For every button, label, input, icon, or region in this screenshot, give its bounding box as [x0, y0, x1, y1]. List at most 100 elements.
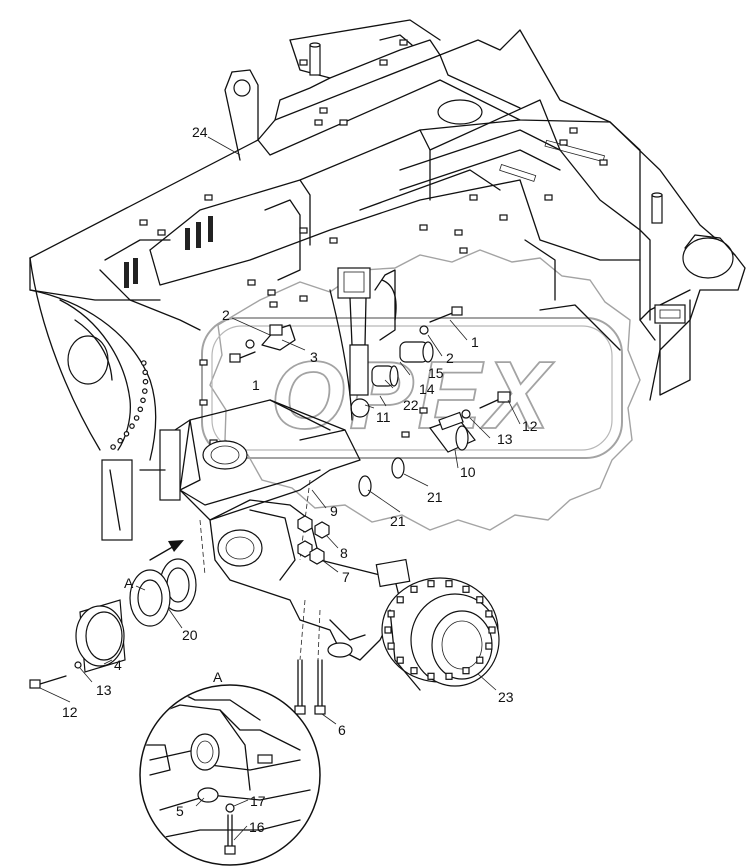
hub-bolt: [410, 667, 418, 675]
frame-hole: [199, 399, 208, 406]
callout-12: 12: [522, 418, 538, 434]
callout-21: 21: [390, 513, 406, 529]
callout-22: 22: [403, 397, 419, 413]
frame-hole: [339, 119, 348, 126]
hub-bolt: [476, 656, 484, 664]
hub-bolt: [410, 585, 418, 593]
callout-24: 24: [192, 124, 208, 140]
callout-9: 9: [330, 503, 338, 519]
frame-hole: [314, 119, 323, 126]
frame-hole: [599, 159, 608, 166]
callout-3: 3: [310, 349, 318, 365]
frame-hole: [544, 194, 553, 201]
frame-hole: [299, 59, 308, 66]
bolt-hole: [140, 397, 146, 404]
callout-23: 23: [498, 689, 514, 705]
main-frame: [29, 19, 746, 461]
frame-hole: [299, 295, 308, 302]
detail-a-view: [139, 684, 321, 866]
callout-5: 5: [176, 803, 184, 819]
bolt-hole: [142, 378, 149, 385]
frame-hole: [559, 139, 568, 146]
frame-hole: [569, 127, 578, 134]
hub-bolt: [387, 642, 395, 650]
callout-16: 16: [249, 819, 265, 835]
frame-hole: [419, 224, 428, 231]
bolt-hole: [117, 437, 124, 444]
callout-a-detail: A: [213, 669, 223, 685]
long-bolts: [294, 659, 326, 715]
callout-15: 15: [428, 365, 444, 381]
frame-hole: [329, 237, 338, 244]
hub-bolt: [462, 667, 470, 675]
frame-hole: [399, 39, 408, 46]
frame-hole: [157, 229, 166, 236]
bolt-circle: [110, 360, 149, 450]
hub-bolt: [396, 656, 404, 664]
callout-11: 11: [376, 409, 391, 425]
frame-hole: [419, 407, 428, 414]
bolt-hole: [141, 360, 147, 366]
callout-13: 13: [497, 431, 513, 447]
callout-4: 4: [114, 657, 122, 673]
hub-bolt: [387, 610, 395, 618]
hub-bolt: [445, 672, 453, 680]
frame-hole: [247, 279, 256, 286]
frame-hole: [319, 107, 328, 114]
callout-12: 12: [62, 704, 78, 720]
bolt-hole: [133, 415, 140, 421]
callout-1: 1: [252, 377, 260, 393]
frame-hole: [139, 219, 148, 226]
bolt-hole: [137, 406, 144, 413]
cylinder-linkage: [229, 267, 511, 453]
washers-and-cap: [29, 457, 405, 689]
callout-2: 2: [446, 350, 454, 366]
callout-7: 7: [342, 569, 350, 585]
hub-bolt: [427, 672, 435, 680]
frame-hole: [469, 194, 478, 201]
callout-2: 2: [222, 307, 230, 323]
frame-hole: [299, 227, 308, 234]
leader-lines: [39, 136, 521, 841]
frame-hole: [269, 301, 278, 308]
hub-bolt: [462, 585, 470, 593]
frame-hole: [401, 431, 410, 438]
bolt-hole: [110, 444, 116, 450]
frame-hole: [454, 229, 463, 236]
axle-bracket: [101, 399, 361, 661]
hub-bolt: [485, 610, 493, 618]
detail-arrow: [149, 540, 184, 561]
frame-hole: [499, 214, 508, 221]
hub-bolt: [427, 580, 435, 588]
callout-10: 10: [460, 464, 476, 480]
hub-bolt: [445, 580, 453, 588]
callout-21: 21: [427, 489, 443, 505]
hub-bolt: [384, 626, 392, 634]
nuts: [297, 515, 330, 565]
hub-bolt: [396, 596, 404, 604]
frame-hole: [459, 247, 468, 254]
wheel-hub: [381, 577, 500, 691]
frame-hole: [199, 359, 208, 366]
bolt-hole: [129, 423, 135, 429]
bolt-hole: [123, 430, 130, 437]
hub-bolt: [485, 642, 493, 650]
frame-hole: [379, 59, 388, 66]
frame-hole: [267, 289, 276, 296]
hub-bolts: [384, 580, 496, 680]
callout-8: 8: [340, 545, 348, 561]
callout-1: 1: [471, 334, 479, 350]
bolt-hole: [142, 388, 148, 394]
callout-6: 6: [338, 722, 346, 738]
frame-hole: [204, 194, 213, 201]
callout-17: 17: [250, 793, 266, 809]
callout-14: 14: [419, 381, 435, 397]
callout-20: 20: [182, 627, 198, 643]
frame-holes: [139, 39, 608, 446]
hub-bolt: [488, 626, 496, 634]
callout-a: A: [124, 575, 134, 591]
bolt-hole: [142, 369, 149, 376]
callout-13: 13: [96, 682, 112, 698]
